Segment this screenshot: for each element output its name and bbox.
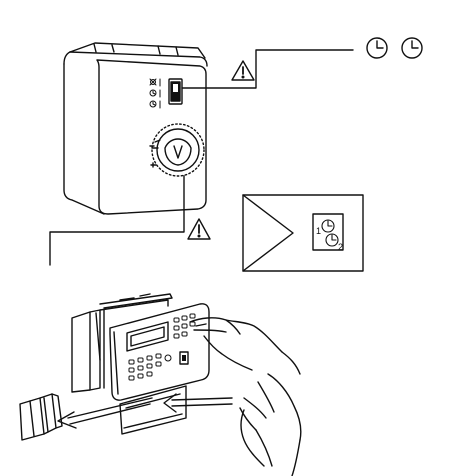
clock-icon: [325, 233, 339, 247]
hand-lower: [239, 373, 302, 476]
display-window: [126, 321, 169, 352]
time-dial: [149, 123, 205, 177]
clock-label-2: 2: [338, 242, 343, 252]
keypad-upper: [173, 313, 196, 339]
clock-icon: [366, 37, 388, 59]
dial-callout: [49, 175, 211, 266]
small-switch: [179, 351, 189, 365]
arrow-icon: [57, 397, 153, 429]
keypad-lower: [128, 353, 172, 381]
clock-label-1: 1: [316, 226, 321, 236]
warning-triangle-icon: [187, 218, 211, 240]
label-panel: 1 2: [242, 194, 364, 272]
timer-switch-unit: [63, 42, 208, 215]
heater-unit: [71, 293, 210, 435]
warning-triangle-icon: [231, 60, 255, 81]
switch-callout: [181, 37, 423, 89]
cartridge-slot: [119, 385, 187, 435]
clock-icon: [321, 219, 335, 233]
clock-icon: [401, 37, 423, 59]
mode-symbols: [149, 78, 161, 109]
arrow-icon: [163, 393, 233, 413]
removed-cartridge: [19, 393, 63, 441]
hand-upper: [189, 317, 301, 375]
rocker-switch: [168, 78, 183, 105]
